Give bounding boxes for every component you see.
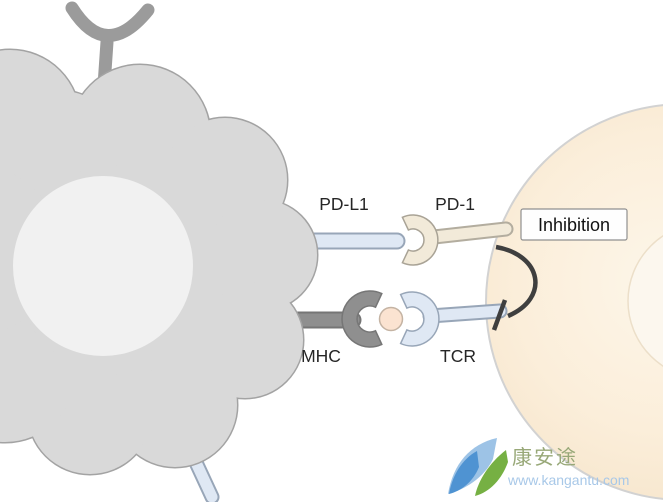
pdl1-label: PD-L1 — [319, 194, 369, 214]
feather-petal-blue — [449, 451, 479, 494]
antigen-peptide — [378, 306, 404, 332]
watermark-brand-text: 康安途 — [512, 446, 578, 469]
watermark: 康安途 www.kangantu.com — [448, 438, 629, 496]
t-cell — [485, 104, 663, 500]
inhibition-arc — [495, 244, 538, 319]
feather-petal-green — [475, 450, 508, 496]
kangantu-feather-logo-icon — [448, 438, 508, 496]
inhibition-label: Inhibition — [538, 215, 610, 235]
inhibition-box — [520, 208, 628, 241]
pd1-stalk — [426, 221, 514, 245]
pd1-label: PD-1 — [435, 194, 475, 214]
watermark-url-text: www.kangantu.com — [507, 472, 629, 488]
mhc-receptor-head — [341, 290, 383, 348]
tcr-stalk — [422, 303, 508, 324]
tumor-cell — [0, 48, 319, 476]
inhibition-tee-bar — [491, 299, 508, 331]
t-cell-nucleus — [627, 235, 663, 367]
pd1-receptor-head — [401, 214, 439, 266]
inhibition-arrow — [491, 244, 538, 331]
mhc-label: MHC — [301, 346, 341, 366]
inhibition-callout: Inhibition — [520, 208, 628, 241]
y-receptor-cup — [65, 1, 155, 42]
t-cell-body — [485, 104, 663, 500]
tcr-receptor-head — [399, 291, 440, 347]
tcr-label: TCR — [440, 346, 476, 366]
tumor-cell-nucleus — [13, 176, 193, 356]
